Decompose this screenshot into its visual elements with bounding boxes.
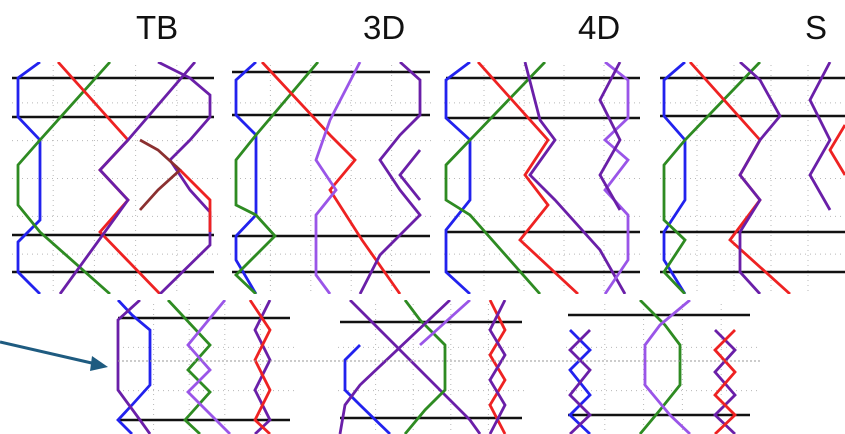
diagram-3d [230,62,432,294]
strand-violet [643,300,691,434]
strand-green [403,300,447,434]
strand-red-2 [828,124,845,176]
strand-brown [138,138,183,211]
strand-violet [186,300,231,434]
column-label-s: S [805,9,828,46]
strand-violet [602,62,630,294]
strand-green [444,62,547,294]
strand-purple-2 [808,62,832,211]
diagram-s [660,62,845,294]
strand-purple-2 [338,300,451,434]
strand-purple-2 [598,62,622,211]
strand-purple [349,300,482,434]
strand-blue [662,62,687,294]
strand-purple-2 [398,149,422,201]
pointer-arrow [0,340,108,371]
strand-red [248,300,272,434]
strand-blue [116,300,152,434]
strand-purple [358,62,422,294]
column-label-4d: 4D [578,9,621,46]
strand-red [713,329,738,434]
strand-blue [343,344,391,434]
strand-blue [444,62,472,294]
strand-blue [16,62,42,294]
strand-violet [419,300,471,347]
diagram-bottom-3 [566,300,760,434]
strand-green [638,300,682,434]
strand-purple [523,62,627,294]
strand-green [662,62,762,294]
column-label-tb: TB [136,9,179,46]
strand-purple-2 [58,62,197,294]
strand-purple-3 [488,300,507,434]
diagram-tb [12,62,218,294]
strand-green [166,300,212,434]
strand-red [260,62,402,294]
column-label-3d: 3D [363,9,406,46]
strand-red-2 [179,169,212,232]
strand-green [16,62,112,294]
strand-green [233,62,320,294]
strand-red [476,62,579,294]
strand-violet [314,62,362,294]
diagram-bottom-2 [338,300,526,434]
strand-purple [738,62,782,294]
strand-blue [234,62,258,294]
strand-purple [116,300,152,434]
diagram-bottom-1 [116,300,296,434]
diagram-4d [444,62,644,294]
strand-purple [568,329,593,434]
